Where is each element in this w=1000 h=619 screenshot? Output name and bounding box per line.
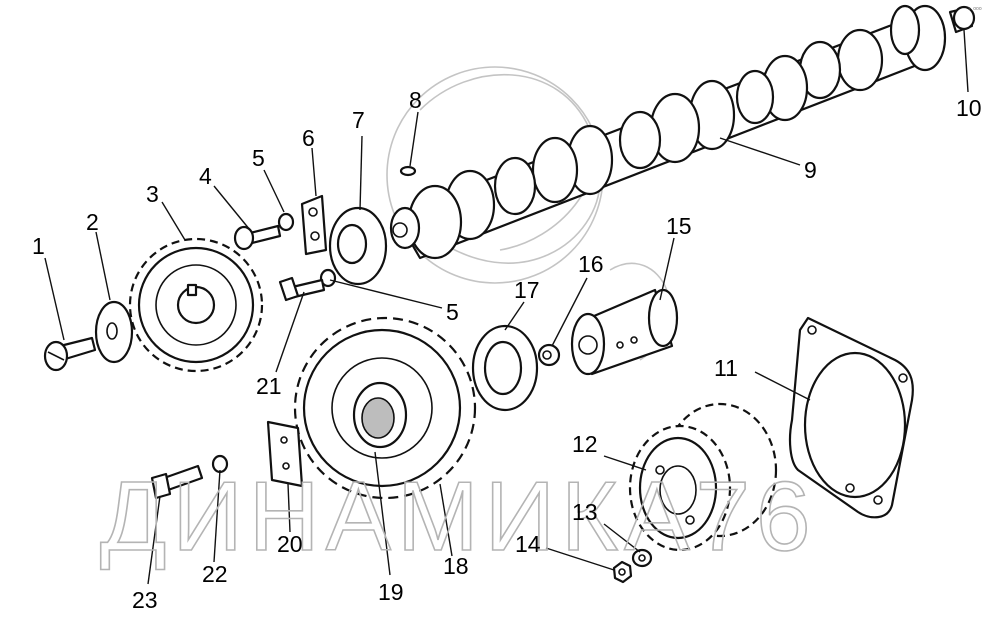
bolt-23 <box>150 464 204 500</box>
thrust-washer-7 <box>328 206 388 286</box>
callout-12: 12 <box>572 431 598 457</box>
leader-lines <box>44 29 969 585</box>
callout-9: 9 <box>804 157 817 183</box>
callout-8: 8 <box>409 87 422 113</box>
callout-16: 16 <box>578 251 604 277</box>
callout-4: 4 <box>199 163 212 189</box>
callout-15: 15 <box>666 213 692 239</box>
callout-labels: 1 2 3 4 5 6 7 8 9 10 11 12 13 14 15 16 1… <box>32 87 982 613</box>
callout-5-lower: 5 <box>446 299 459 325</box>
corner-mark: z ooo <box>968 6 982 12</box>
callout-14: 14 <box>515 531 541 557</box>
callout-23: 23 <box>132 587 158 613</box>
gear-12 <box>628 402 778 552</box>
gasket-11 <box>788 316 914 519</box>
nut-14 <box>612 560 633 584</box>
watermark-text: ДИНАМИКА76 <box>100 461 816 571</box>
callout-1: 1 <box>32 233 45 259</box>
washer-5-lower <box>319 268 337 288</box>
callout-5-upper: 5 <box>252 145 265 171</box>
key-8 <box>399 165 417 177</box>
callout-3: 3 <box>146 181 159 207</box>
washer-17 <box>471 324 539 412</box>
callout-7: 7 <box>352 107 365 133</box>
callout-19: 19 <box>378 579 404 605</box>
callout-17: 17 <box>514 277 540 303</box>
callout-22: 22 <box>202 561 228 587</box>
plate-20 <box>266 420 304 488</box>
bolt-4 <box>233 224 282 251</box>
hub-15 <box>570 288 679 376</box>
callout-6: 6 <box>302 125 315 151</box>
gear-19 <box>293 316 477 500</box>
bolt-21 <box>278 276 326 302</box>
camshaft <box>389 4 947 260</box>
callout-18: 18 <box>443 553 469 579</box>
washer-13 <box>631 548 653 568</box>
gear-3 <box>128 237 264 373</box>
bushing-10 <box>948 5 976 34</box>
callout-10: 10 <box>956 95 982 121</box>
callout-21: 21 <box>256 373 282 399</box>
callout-2: 2 <box>86 209 99 235</box>
washer-5-upper <box>277 212 295 232</box>
screw-1 <box>43 336 97 372</box>
callout-20: 20 <box>277 531 303 557</box>
washer-2 <box>94 300 134 364</box>
callout-13: 13 <box>572 499 598 525</box>
bushing-16 <box>537 343 561 367</box>
lock-plate-6 <box>300 194 328 256</box>
callout-11: 11 <box>714 355 738 381</box>
